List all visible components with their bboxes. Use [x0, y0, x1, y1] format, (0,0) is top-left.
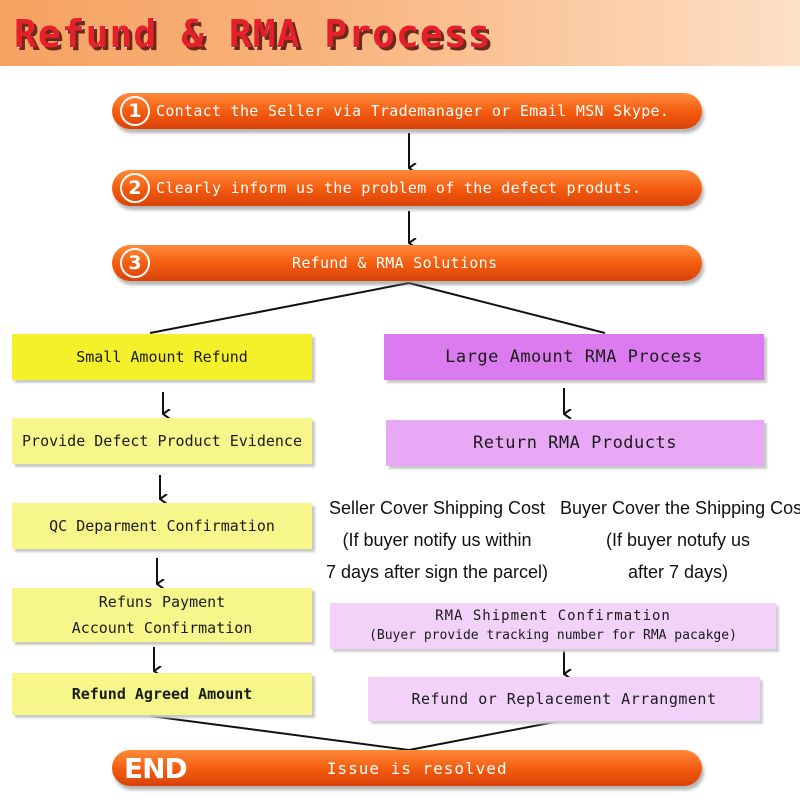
seller-cover-shipping: Seller Cover Shipping Cost (If buyer not…	[316, 492, 558, 588]
small-amount-refund-box: Small Amount Refund	[12, 334, 312, 380]
refund-agreed-label: Refund Agreed Amount	[71, 685, 253, 703]
seller-cover-line2: (If buyer notify us within	[342, 530, 532, 550]
split-left	[149, 282, 410, 334]
qc-confirmation-label: QC Deparment Confirmation	[49, 517, 275, 535]
split-right	[408, 282, 606, 334]
small-amount-refund-label: Small Amount Refund	[76, 348, 248, 366]
return-rma-label: Return RMA Products	[473, 433, 677, 453]
return-rma-box: Return RMA Products	[386, 420, 764, 466]
merge-right	[408, 719, 566, 751]
rma-shipment-confirmation-box: RMA Shipment Confirmation (Buyer provide…	[330, 603, 776, 649]
rma-shipment-line1: RMA Shipment Confirmation	[435, 608, 671, 624]
refund-agreed-box: Refund Agreed Amount	[12, 673, 312, 715]
merge-left	[149, 715, 410, 751]
step-3-pill: 3 Refund & RMA Solutions	[112, 245, 702, 281]
step-2-pill: 2 Clearly inform us the problem of the d…	[112, 170, 702, 206]
buyer-cover-shipping: Buyer Cover the Shipping Cost (If buyer …	[560, 492, 800, 588]
end-pill: END Issue is resolved	[112, 750, 702, 786]
payment-confirmation-box: Refuns Payment Account Confirmation	[12, 588, 312, 642]
step-3-text: Refund & RMA Solutions	[292, 254, 498, 272]
seller-cover-line1: Seller Cover Shipping Cost	[328, 498, 546, 518]
seller-cover-line3: 7 days after sign the parcel)	[325, 562, 549, 582]
refund-replacement-label: Refund or Replacement Arrangment	[411, 690, 717, 708]
buyer-cover-line2: (If buyer notufy us	[605, 530, 751, 550]
qc-confirmation-box: QC Deparment Confirmation	[12, 503, 312, 549]
large-amount-rma-label: Large Amount RMA Process	[445, 347, 703, 367]
rma-shipment-line2: (Buyer provide tracking number for RMA p…	[369, 628, 737, 643]
buyer-cover-line3: after 7 days)	[627, 562, 729, 582]
step-1-number: 1	[120, 96, 150, 126]
payment-confirmation-line1: Refuns Payment	[98, 593, 226, 611]
buyer-cover-line1: Buyer Cover the Shipping Cost	[560, 498, 800, 518]
step-1-pill: 1 Contact the Seller via Trademanager or…	[112, 93, 702, 129]
defect-evidence-box: Provide Defect Product Evidence	[12, 418, 312, 464]
defect-evidence-label: Provide Defect Product Evidence	[22, 432, 302, 450]
large-amount-rma-box: Large Amount RMA Process	[384, 334, 764, 380]
end-label: END	[124, 751, 188, 785]
step-2-text: Clearly inform us the problem of the def…	[156, 179, 642, 197]
header-banner: Refund & RMA Process	[0, 0, 800, 66]
step-3-number: 3	[120, 248, 150, 278]
refund-replacement-box: Refund or Replacement Arrangment	[368, 677, 760, 721]
end-text: Issue is resolved	[326, 758, 508, 778]
step-1-text: Contact the Seller via Trademanager or E…	[156, 102, 670, 120]
step-2-number: 2	[120, 173, 150, 203]
payment-confirmation-line2: Account Confirmation	[71, 619, 253, 637]
page-title: Refund & RMA Process	[14, 12, 492, 56]
